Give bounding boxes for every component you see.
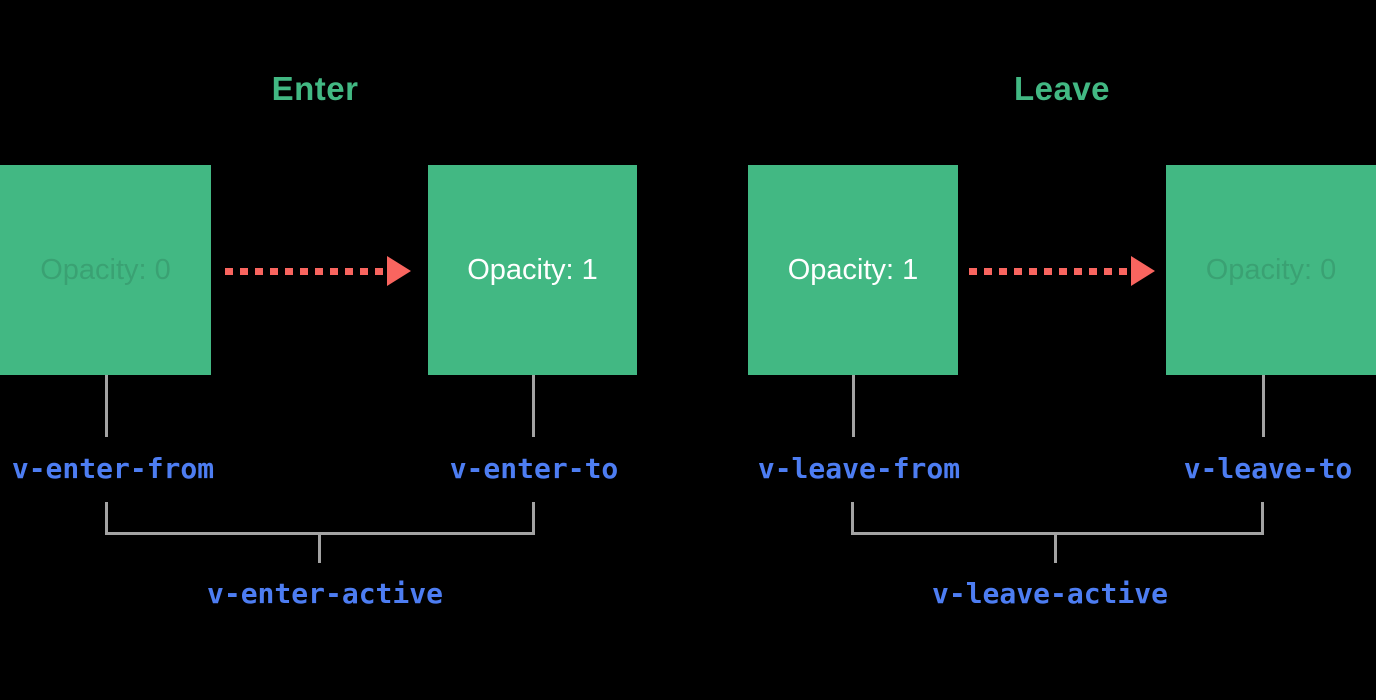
- leave-from-box: Opacity: 1: [748, 165, 958, 375]
- enter-from-class-label: v-enter-from: [11, 452, 215, 485]
- leave-from-box-label: Opacity: 1: [787, 253, 919, 286]
- enter-to-box-label: Opacity: 1: [467, 253, 598, 286]
- enter-active-bracket-stem: [318, 535, 321, 563]
- leave-arrowhead-icon: [1131, 256, 1155, 286]
- enter-arrowhead-icon: [387, 256, 411, 286]
- enter-from-connector-line: [105, 375, 108, 437]
- enter-to-class-label: v-enter-to: [449, 452, 619, 485]
- leave-active-class-label: v-leave-active: [931, 577, 1168, 610]
- leave-dashed-arrow-line-icon: [969, 268, 1131, 275]
- enter-to-connector-line: [532, 375, 535, 437]
- leave-to-box-label: Opacity: 0: [1205, 253, 1337, 286]
- enter-active-bracket: [105, 502, 535, 535]
- leave-section-title: Leave: [1013, 70, 1111, 107]
- enter-from-box-label: Opacity: 0: [40, 253, 171, 286]
- leave-active-bracket: [851, 502, 1264, 535]
- leave-to-connector-line: [1262, 375, 1265, 437]
- leave-from-class-label: v-leave-from: [757, 452, 961, 485]
- leave-active-bracket-stem: [1054, 535, 1057, 563]
- leave-to-class-label: v-leave-to: [1183, 452, 1353, 485]
- leave-to-box: Opacity: 0: [1166, 165, 1376, 375]
- enter-dashed-arrow-line-icon: [225, 268, 387, 275]
- enter-section-title: Enter: [271, 70, 359, 107]
- leave-from-connector-line: [852, 375, 855, 437]
- enter-active-class-label: v-enter-active: [206, 577, 443, 610]
- enter-from-box: Opacity: 0: [0, 165, 211, 375]
- enter-to-box: Opacity: 1: [428, 165, 637, 375]
